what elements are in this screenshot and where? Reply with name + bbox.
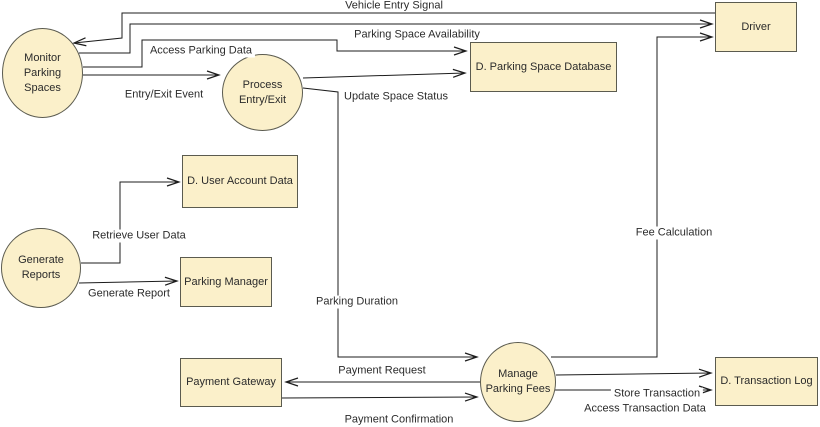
flow-fee-calculation-line bbox=[551, 32, 714, 358]
flow-label-fee-calculation: Fee Calculation bbox=[632, 226, 716, 240]
flow-label-store-transaction: Store Transaction bbox=[610, 387, 704, 401]
process-label-line: Manage bbox=[498, 368, 538, 380]
flow-access-parking-data-line bbox=[83, 39, 468, 68]
flow-label-entry-exit-event: Entry/Exit Event bbox=[121, 88, 207, 102]
flow-retrieve-user-data-line bbox=[81, 177, 181, 264]
datastore-label: D. Transaction Log bbox=[720, 375, 813, 387]
process-generate-reports: Generate Reports bbox=[1, 228, 81, 308]
process-entry-exit: Process Entry/Exit bbox=[222, 54, 303, 131]
flow-generate-report-line bbox=[78, 276, 179, 286]
flow-label-update-space-status: Update Space Status bbox=[341, 90, 451, 104]
flow-label-vehicle-entry-signal: Vehicle Entry Signal bbox=[342, 0, 446, 13]
flow-label-retrieve-user-data: Retrieve User Data bbox=[89, 229, 189, 243]
entity-label: Driver bbox=[741, 20, 771, 33]
datastore-user-account-data: D. User Account Data bbox=[182, 155, 298, 208]
flow-label-generate-report: Generate Report bbox=[85, 287, 173, 301]
entity-driver: Driver bbox=[715, 2, 797, 52]
process-monitor-parking-spaces: Monitor Parking Spaces bbox=[2, 28, 83, 118]
entity-payment-gateway: Payment Gateway bbox=[180, 358, 282, 407]
flow-parking-space-availability-line bbox=[79, 19, 714, 54]
flow-label-access-parking-data: Access Parking Data bbox=[146, 44, 256, 58]
flow-label-payment-request: Payment Request bbox=[335, 364, 429, 378]
datastore-transaction-log: D. Transaction Log bbox=[715, 357, 818, 406]
process-label-line: Reports bbox=[21, 269, 61, 281]
flow-payment-confirmation-line bbox=[281, 392, 479, 402]
process-label-line: Parking Fees bbox=[485, 383, 551, 395]
entity-label: Parking Manager bbox=[184, 275, 268, 288]
flow-vehicle-entry-signal-line bbox=[72, 12, 717, 47]
flow-parking-duration-line bbox=[302, 87, 479, 362]
datastore-label: D. User Account Data bbox=[187, 175, 293, 187]
datastore-label: D. Parking Space Database bbox=[475, 60, 612, 73]
flow-store-transaction-line bbox=[555, 368, 713, 378]
process-manage-parking-fees: Manage Parking Fees bbox=[480, 342, 556, 422]
process-label-line: Process bbox=[242, 78, 283, 91]
entity-label: Payment Gateway bbox=[186, 376, 276, 388]
flow-label-parking-duration: Parking Duration bbox=[313, 295, 401, 309]
datastore-parking-space-database: D. Parking Space Database bbox=[470, 42, 617, 92]
flow-label-payment-confirmation: Payment Confirmation bbox=[341, 413, 457, 427]
process-label-line: Entry/Exit bbox=[238, 93, 287, 106]
process-label-line: Generate bbox=[18, 254, 64, 266]
entity-parking-manager: Parking Manager bbox=[180, 257, 272, 307]
process-label-line: Monitor bbox=[24, 51, 61, 64]
flow-update-space-status-line bbox=[302, 68, 467, 79]
process-label-line: Spaces bbox=[24, 81, 61, 94]
process-label-line: Parking bbox=[23, 66, 62, 79]
flow-label-access-transaction-data: Access Transaction Data bbox=[581, 402, 709, 416]
flow-label-parking-space-availability: Parking Space Availability bbox=[351, 28, 483, 42]
